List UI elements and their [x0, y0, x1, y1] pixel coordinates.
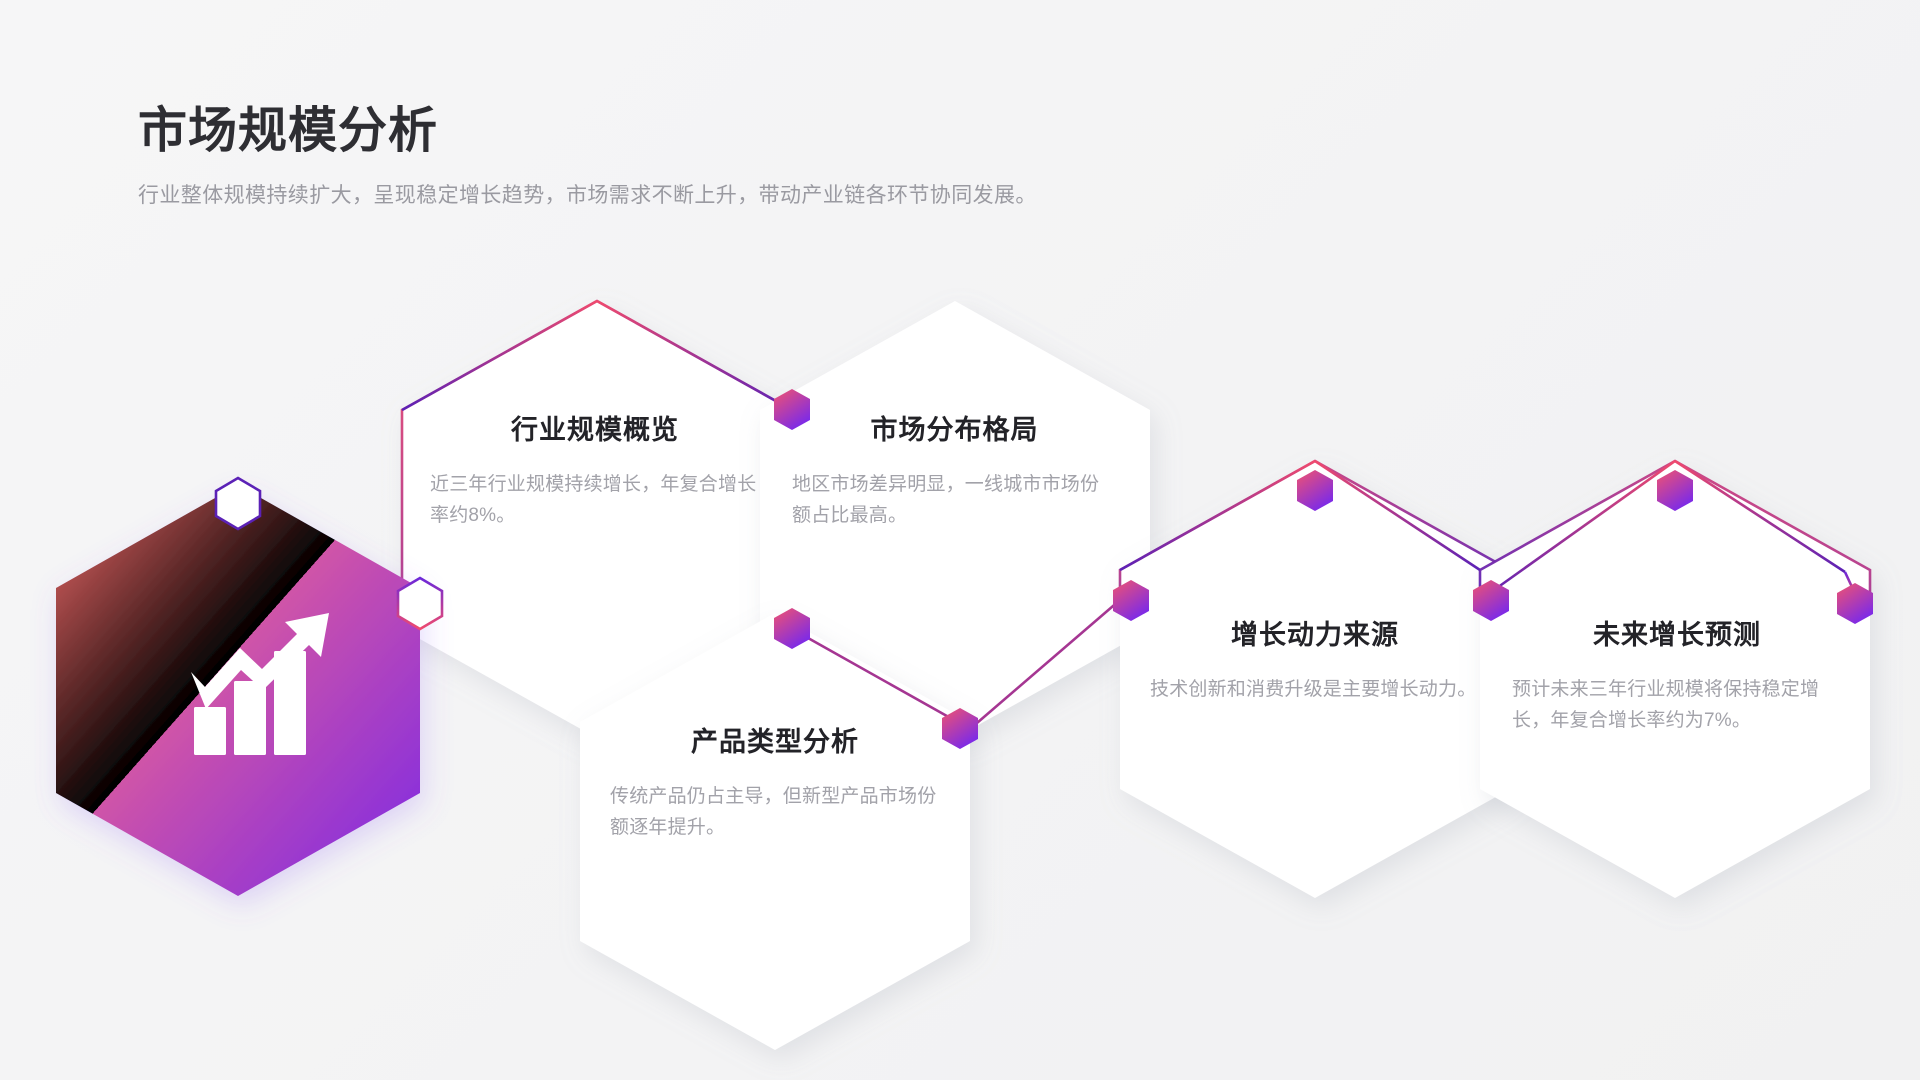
hex-card-future-growth-forecast[interactable] [1478, 459, 1872, 898]
hex-card-shape [402, 301, 792, 738]
hex-card-shape [1480, 461, 1870, 898]
node-hex[interactable] [774, 608, 810, 649]
node-hex-hollow[interactable] [214, 476, 262, 531]
hex-card-shape [1120, 461, 1510, 898]
hex-card-shape [760, 301, 1150, 738]
node-hex[interactable] [1473, 580, 1509, 621]
node-hex[interactable] [1837, 583, 1873, 624]
hex-card-product-type-analysis[interactable] [580, 613, 970, 1050]
node-hex[interactable] [1113, 580, 1149, 621]
badge-hexagon[interactable] [56, 485, 420, 896]
badge-nodes [214, 476, 444, 631]
hex-card-shape [580, 613, 970, 1050]
node-hex[interactable] [942, 708, 978, 749]
node-hex-hollow[interactable] [396, 576, 444, 631]
page-subtitle: 行业整体规模持续扩大，呈现稳定增长趋势，市场需求不断上升，带动产业链各环节协同发… [138, 183, 1037, 207]
growth-chart-icon [191, 613, 329, 755]
connector-path [400, 299, 1860, 731]
hex-card-growth-drivers[interactable] [1118, 459, 1512, 898]
node-hex[interactable] [1657, 470, 1693, 511]
page-title: 市场规模分析 [138, 104, 439, 158]
node-hex[interactable] [774, 389, 810, 430]
header-block: 市场规模分析 行业整体规模持续扩大，呈现稳定增长趋势，市场需求不断上升，带动产业… [138, 104, 1037, 209]
connector-nodes [774, 389, 1873, 749]
node-hex[interactable] [1297, 470, 1333, 511]
hex-card-market-distribution[interactable] [760, 301, 1150, 738]
